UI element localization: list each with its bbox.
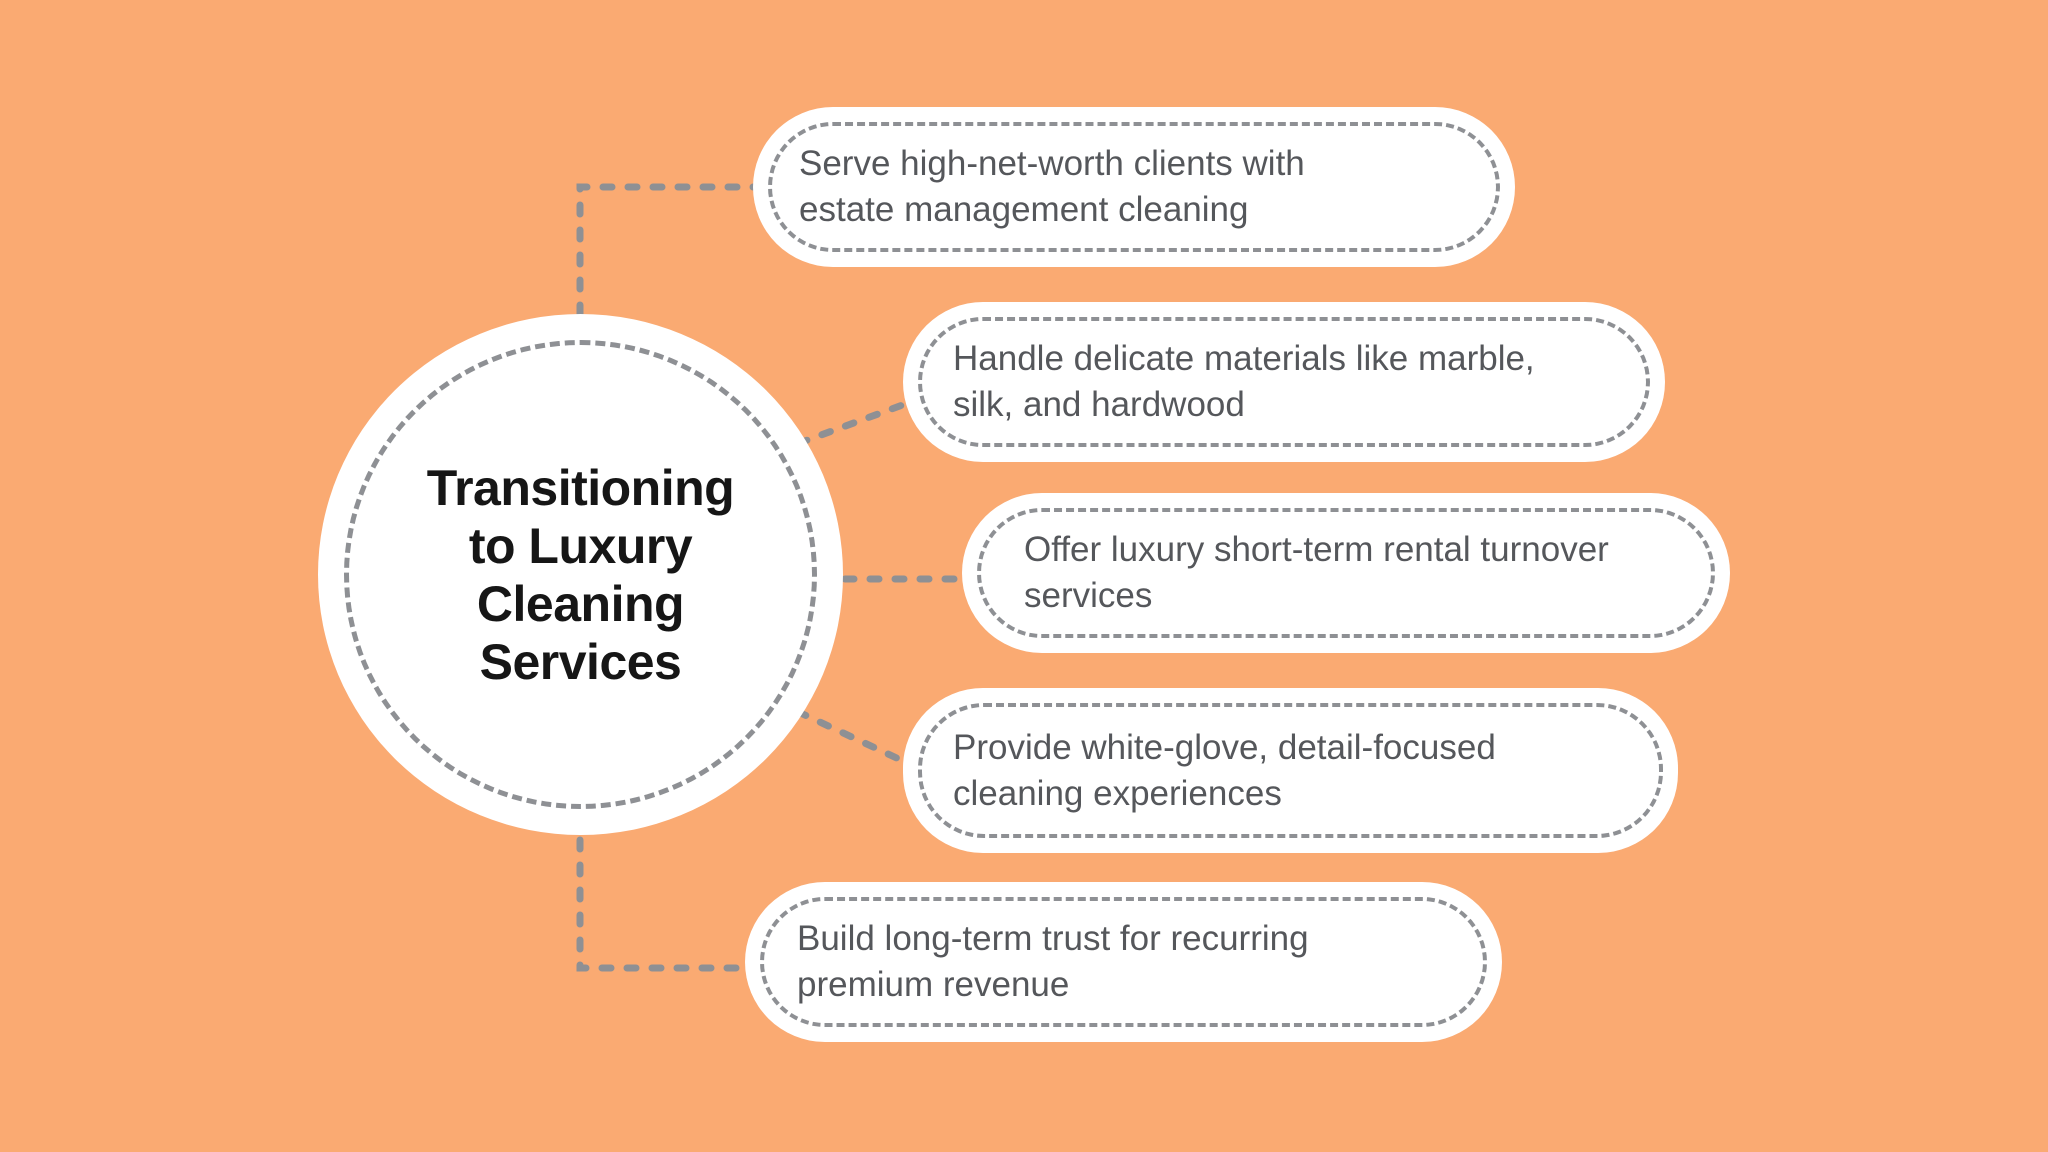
branch-box-delicate-materials: Handle delicate materials like marble, s… [903, 302, 1665, 462]
branch-box-label: Serve high-net-worth clients with estate… [799, 144, 1305, 229]
branch-box-label: Handle delicate materials like marble, s… [953, 339, 1535, 424]
central-node: Transitioning to Luxury Cleaning Service… [318, 314, 843, 835]
branch-box-long-term-trust: Build long-term trust for recurring prem… [745, 882, 1502, 1042]
branch-box-estate-clients: Serve high-net-worth clients with estate… [753, 107, 1515, 267]
central-title: Transitioning to Luxury Cleaning Service… [361, 459, 801, 691]
central-title-line: Transitioning [426, 459, 735, 516]
branch-box-label: Offer luxury short-term rental turnover … [1024, 530, 1609, 615]
central-title-line: Cleaning [476, 575, 685, 632]
branch-box-rental-turnover: Offer luxury short-term rental turnover … [962, 493, 1730, 653]
central-title-line: to Luxury [468, 517, 693, 574]
branch-box-label: Provide white-glove, detail-focused clea… [953, 727, 1496, 813]
branch-box-label: Build long-term trust for recurring prem… [797, 919, 1309, 1004]
central-title-line: Services [479, 633, 682, 690]
branch-box-white-glove: Provide white-glove, detail-focused clea… [903, 688, 1678, 853]
